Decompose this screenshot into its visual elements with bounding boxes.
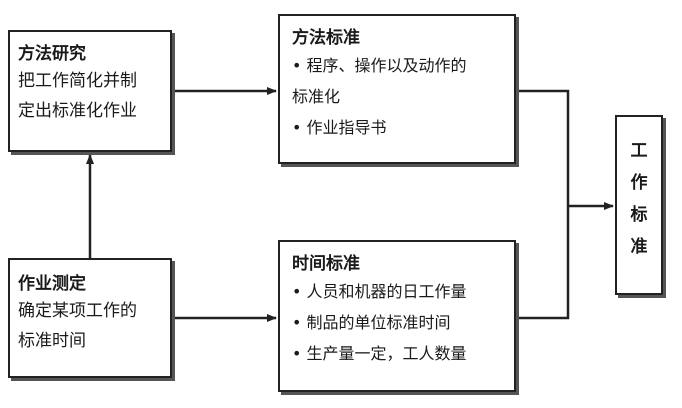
work-standard-char: 工 — [630, 141, 648, 161]
connector-time-standard-merge — [518, 206, 570, 320]
method-standard-item: • 作业指导书 — [292, 118, 387, 137]
time-standard-title: 时间标准 — [292, 254, 360, 274]
time-standard-item: • 生产量一定，工人数量 — [292, 344, 467, 363]
method-standard-title: 方法标准 — [292, 28, 360, 48]
work-standard-char: 标 — [630, 205, 648, 225]
work-measurement-box: 作业测定 确定某项工作的 标准时间 — [8, 258, 172, 378]
time-standard-item: • 人员和机器的日工作量 — [292, 282, 467, 301]
connector-method-standard-merge — [518, 89, 570, 206]
time-standard-item: • 制品的单位标准时间 — [292, 313, 451, 332]
method-standard-item: • 程序、操作以及动作的 — [292, 56, 467, 75]
work-standard-char: 作 — [630, 173, 648, 193]
method-study-title: 方法研究 — [18, 44, 86, 64]
method-study-line: 定出标准化作业 — [18, 101, 137, 121]
work-standard-char: 准 — [630, 237, 648, 257]
time-standard-box: 时间标准 • 人员和机器的日工作量 • 制品的单位标准时间 • 生产量一定，工人… — [278, 240, 516, 392]
method-study-box: 方法研究 把工作简化并制 定出标准化作业 — [8, 30, 172, 152]
work-measurement-title: 作业测定 — [18, 274, 86, 294]
method-standard-item: 标准化 — [292, 87, 341, 106]
method-standard-box: 方法标准 • 程序、操作以及动作的 标准化 • 作业指导书 — [278, 14, 516, 164]
work-measurement-line: 确定某项工作的 — [18, 301, 137, 321]
work-measurement-line: 标准时间 — [18, 331, 86, 351]
work-standard-box: 工 作 标 准 — [615, 115, 663, 295]
method-study-line: 把工作简化并制 — [18, 71, 137, 91]
